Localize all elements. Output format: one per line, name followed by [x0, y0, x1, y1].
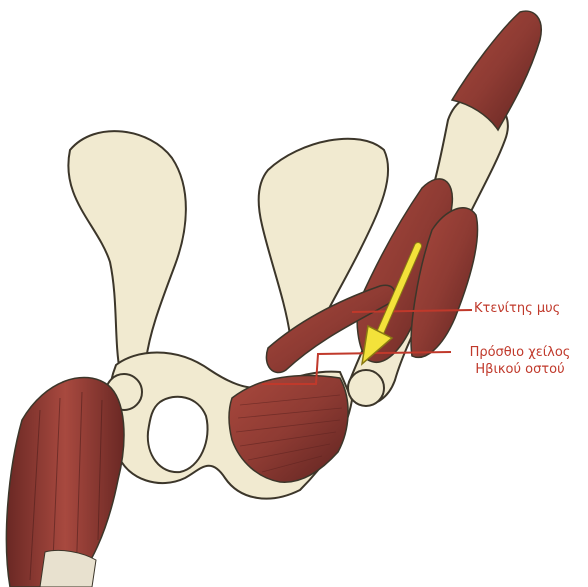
left-thigh-tendon: [40, 550, 96, 587]
label-pubic-anterior-lip: Πρόσθιο χείλος Ηβικού οστού: [453, 344, 587, 378]
left-ilium: [68, 131, 186, 372]
label-pectineus: Κτενίτης μυς: [474, 300, 560, 317]
label-pubic-line2: Ηβικού οστού: [453, 361, 587, 378]
label-pubic-line1: Πρόσθιο χείλος: [453, 344, 587, 361]
right-femoral-head: [348, 370, 384, 406]
